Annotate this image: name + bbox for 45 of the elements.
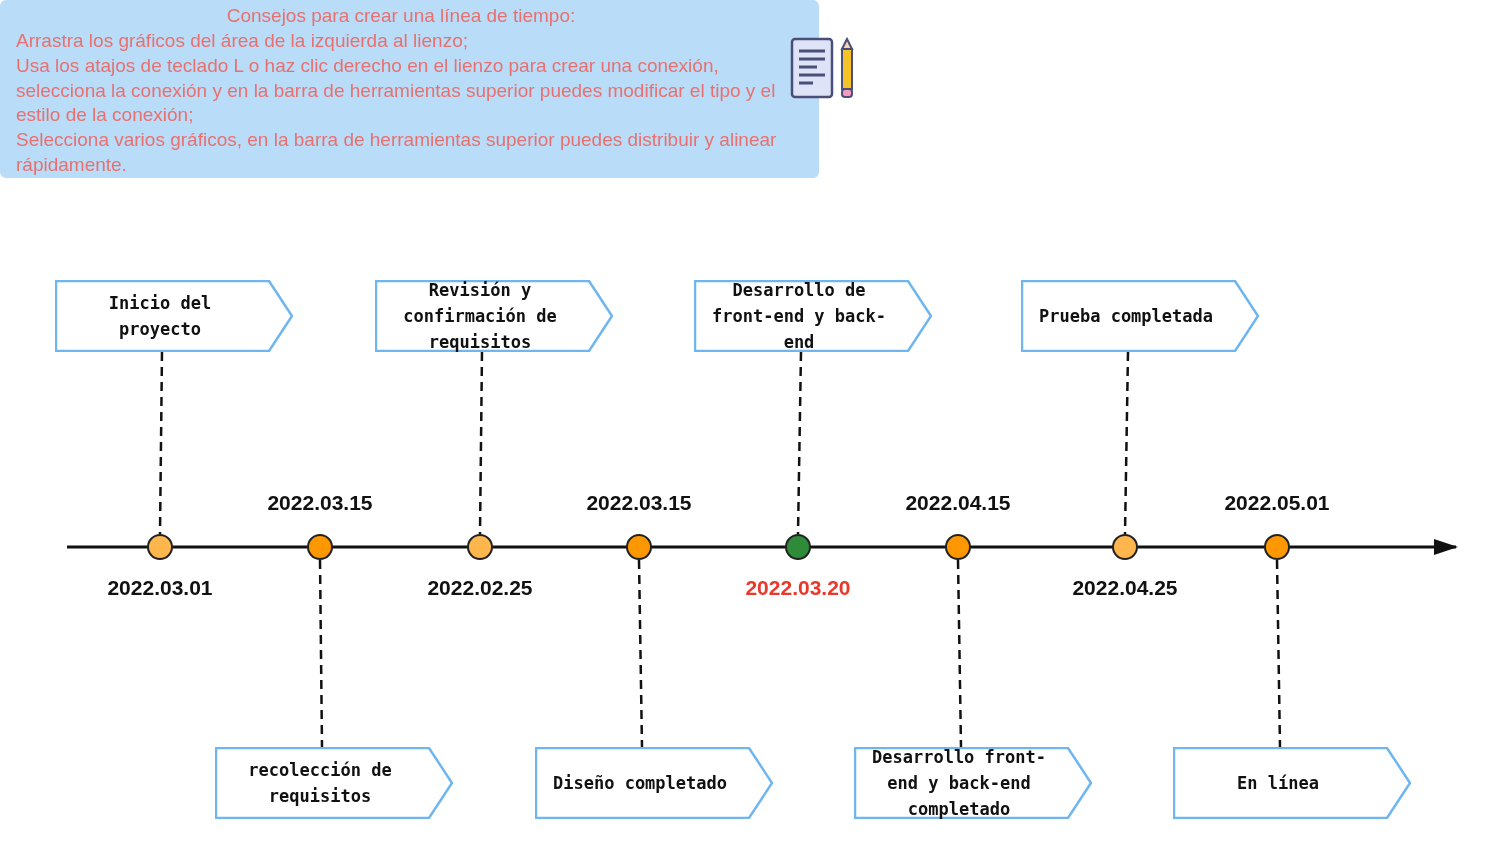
dashed-connector <box>1275 559 1282 748</box>
arrow-tag-shape <box>854 747 1092 819</box>
timeline-dot <box>945 534 971 560</box>
arrow-tag-shape <box>375 280 613 352</box>
date-label: 2022.02.25 <box>427 576 533 600</box>
tips-panel <box>0 0 819 178</box>
arrow-tag-shape <box>215 747 453 819</box>
tag-label: Desarrollo front-end y back-end completado <box>871 746 1047 821</box>
tag-label: En línea <box>1236 772 1320 795</box>
date-label: 2022.03.01 <box>107 576 213 600</box>
date-label: 2022.03.20 <box>745 576 851 600</box>
tips-text: Selecciona varios gráficos, en la barra de herramientas superior puedes distribuir y alinear rápidamente. <box>16 128 778 177</box>
arrow-tag-shape <box>1173 747 1411 819</box>
dashed-connector <box>158 352 164 534</box>
date-label: 2022.03.15 <box>267 491 373 515</box>
timeline-dot <box>1264 534 1290 560</box>
tag-label: Desarrollo de front-end y back-end <box>711 279 887 354</box>
timeline-dot <box>1112 534 1138 560</box>
dashed-connector <box>637 559 644 748</box>
tips-text: Arrastra los gráficos del área de la izquierda al lienzo; <box>16 29 469 53</box>
date-label: 2022.04.25 <box>1072 576 1178 600</box>
timeline-dot <box>626 534 652 560</box>
timeline-dot <box>307 534 333 560</box>
timeline-dot <box>467 534 493 560</box>
dashed-connector <box>1123 351 1130 535</box>
dashed-connector <box>478 352 484 534</box>
tag-label: recolección de requisitos <box>247 759 393 808</box>
tag-label: Inicio del proyecto <box>107 292 213 341</box>
dashed-connector <box>318 560 324 747</box>
timeline-dot <box>147 534 173 560</box>
dashed-connector <box>956 559 963 748</box>
date-label: 2022.03.15 <box>586 491 692 515</box>
date-label: 2022.04.15 <box>905 491 1011 515</box>
tag-label: Prueba completada <box>1038 305 1214 328</box>
arrow-tag-shape <box>694 280 932 352</box>
tag-label: Diseño completado <box>552 772 728 795</box>
tips-title: Consejos para crear una línea de tiempo: <box>225 4 577 28</box>
tips-text: Usa los atajos de teclado L o haz clic derecho en el lienzo para crear una conexión, selecciona la conexión y en la barra de herramientas superior puedes modificar el tipo y el estilo de la conexión; <box>16 54 777 127</box>
tag-label: Revisión y confirmación de requisitos <box>402 279 558 354</box>
dashed-connector <box>796 351 803 535</box>
date-label: 2022.05.01 <box>1224 491 1330 515</box>
timeline-dot <box>785 534 811 560</box>
arrow-tag-shape <box>1021 280 1259 352</box>
arrow-tag-shape <box>535 747 773 819</box>
arrow-tag-shape <box>55 280 293 352</box>
